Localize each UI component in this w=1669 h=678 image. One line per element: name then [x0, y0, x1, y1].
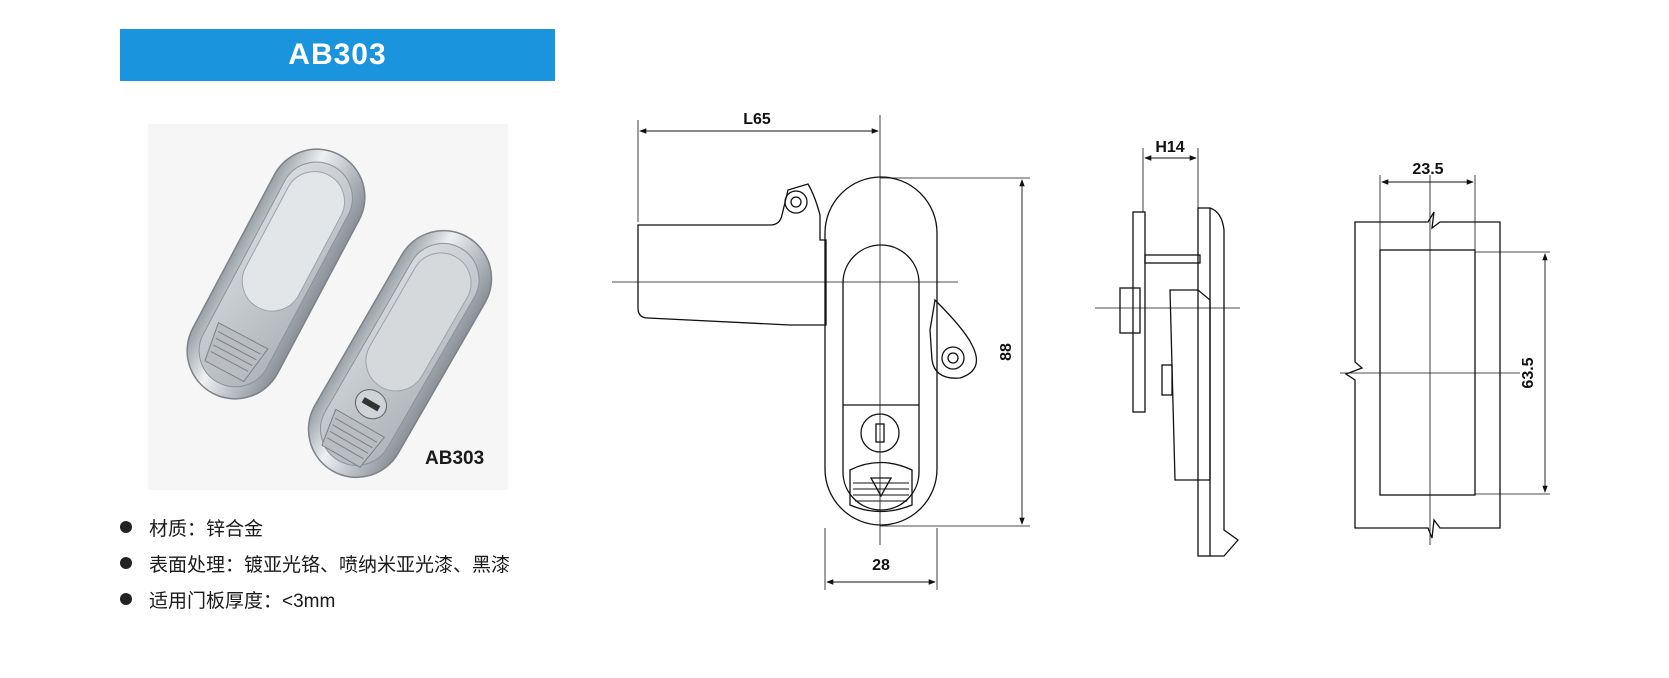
dim-length-label: L65	[743, 111, 771, 128]
product-photo	[148, 124, 508, 490]
spec-thickness: 适用门板厚度：<3mm	[120, 581, 510, 617]
latch-left	[186, 148, 366, 400]
spec-finish-text: 表面处理：镀亚光铬、喷纳米亚光漆、黑漆	[149, 554, 511, 576]
side-view	[1095, 148, 1240, 557]
spec-finish: 表面处理：镀亚光铬、喷纳米亚光漆、黑漆	[120, 545, 510, 581]
bullet-icon	[120, 593, 132, 605]
dim-height-label: 88	[998, 343, 1015, 361]
front-view	[612, 115, 1030, 590]
cutout-view	[1340, 175, 1550, 545]
bullet-icon	[120, 557, 132, 569]
spec-list: 材质：锌合金 表面处理：镀亚光铬、喷纳米亚光漆、黑漆 适用门板厚度：<3mm	[120, 509, 510, 617]
spec-material: 材质：锌合金	[120, 509, 510, 545]
dim-thickness-label: H14	[1155, 139, 1184, 156]
spec-material-text: 材质：锌合金	[149, 518, 264, 540]
dim-cutout-height-label: 63.5	[1520, 357, 1537, 388]
dim-width-label: 28	[872, 557, 890, 574]
spec-thickness-text: 适用门板厚度：<3mm	[149, 590, 336, 612]
photo-caption: AB303	[425, 448, 485, 469]
product-title: AB303	[288, 38, 387, 71]
dim-cutout-width-label: 23.5	[1412, 161, 1443, 178]
latch-right	[307, 229, 493, 479]
bullet-icon	[120, 521, 132, 533]
product-title-bar: AB303	[120, 29, 555, 81]
